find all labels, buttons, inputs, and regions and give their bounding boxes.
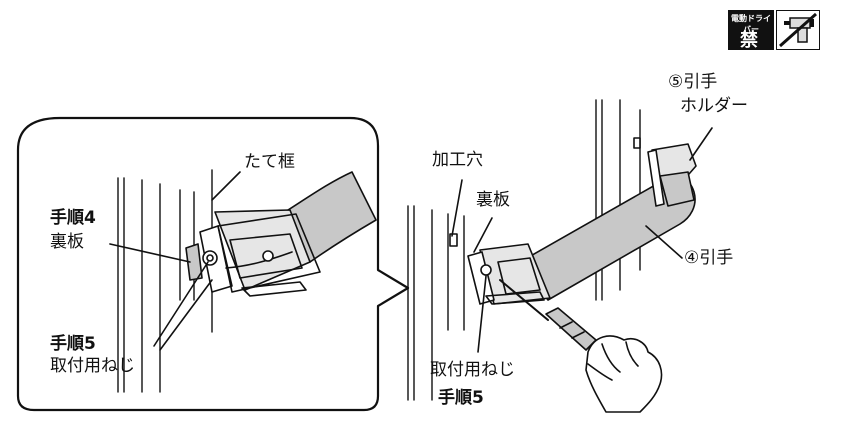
holder-hole bbox=[633, 137, 641, 149]
callout-back-plate-label: 裏板 bbox=[50, 232, 84, 252]
leader-hole bbox=[451, 179, 463, 237]
leader-holder bbox=[689, 127, 713, 161]
hole-label: 加工穴 bbox=[432, 150, 483, 170]
leader-frame bbox=[211, 171, 241, 201]
machined-hole bbox=[449, 233, 458, 247]
step4-label: 手順4 bbox=[50, 208, 96, 228]
callout-frame bbox=[16, 116, 410, 412]
leader-screw-callout-2 bbox=[159, 279, 213, 351]
leader-screw-main bbox=[477, 275, 487, 353]
main-step5-label: 手順5 bbox=[438, 388, 484, 408]
hand-icon bbox=[585, 335, 663, 413]
frame-label: たて框 bbox=[244, 152, 295, 172]
badge-text-box: 電動ドライバー 禁 止 bbox=[728, 10, 774, 77]
leader-backplate-main bbox=[473, 217, 493, 253]
holder-label-line2: ホルダー bbox=[680, 96, 748, 116]
main-back-plate-label: 裏板 bbox=[476, 190, 510, 210]
callout-screw-label: 取付用ねじ bbox=[50, 356, 135, 376]
leader-backplate-callout bbox=[109, 243, 191, 263]
no-electric-driver-badge: 電動ドライバー 禁 止 bbox=[728, 10, 820, 77]
badge-main-text: 禁 止 bbox=[740, 30, 762, 77]
callout-handle bbox=[185, 171, 377, 297]
handle-label: ④引手 bbox=[684, 248, 734, 268]
callout-step5-label: 手順5 bbox=[50, 334, 96, 354]
holder-label-line1: ⑤引手 bbox=[668, 72, 718, 92]
no-power-drill-icon bbox=[776, 10, 820, 50]
badge-top-text: 電動ドライバー bbox=[731, 14, 771, 34]
main-holder bbox=[647, 143, 697, 207]
screwdriver-icon bbox=[499, 279, 597, 351]
main-screw-label: 取付用ねじ bbox=[430, 360, 515, 380]
leader-screw-callout-1 bbox=[153, 261, 209, 347]
main-handle bbox=[467, 175, 696, 305]
leader-handle bbox=[645, 225, 683, 259]
